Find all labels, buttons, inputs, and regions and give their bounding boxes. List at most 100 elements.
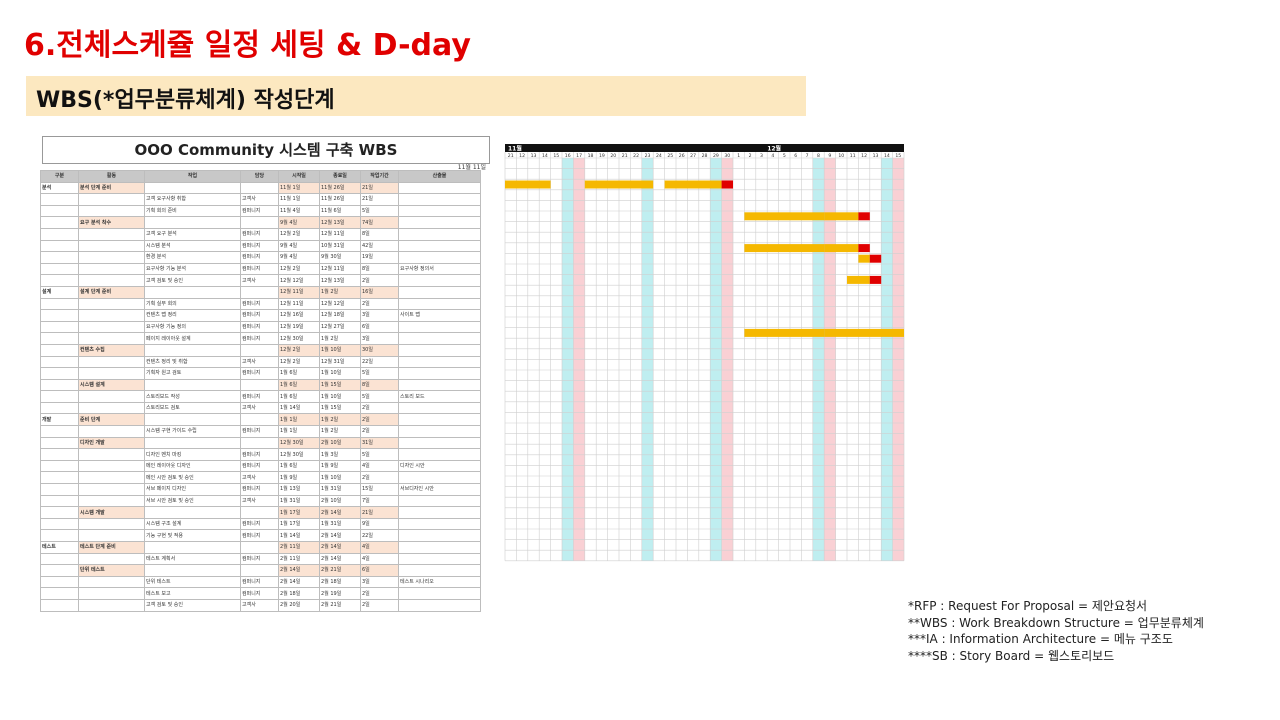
day-tick-label: 23 bbox=[645, 153, 651, 159]
wbs-cell-task bbox=[144, 216, 241, 229]
wbs-cell-task bbox=[144, 181, 241, 195]
wbs-cell-start: 1월 31일 bbox=[278, 494, 320, 508]
day-tick-label: 14 bbox=[542, 153, 548, 159]
wbs-cell-owner: 고객사 bbox=[240, 494, 279, 508]
wbs-cell-dur: 42일 bbox=[360, 239, 399, 253]
wbs-cell-task: 단위 테스트 bbox=[144, 575, 241, 589]
wbs-cell-end: 2월 14일 bbox=[319, 552, 361, 566]
wbs-cell-start: 2월 11일 bbox=[278, 552, 320, 566]
wbs-cell-cat bbox=[40, 494, 79, 508]
schedule-bar bbox=[824, 244, 859, 253]
note-rfp: *RFP : Request For Proposal = 제안요청서 bbox=[908, 599, 1148, 613]
wbs-cell-dur: 9일 bbox=[360, 517, 399, 531]
wbs-cell-out bbox=[398, 181, 481, 195]
wbs-cell-phase bbox=[78, 471, 145, 485]
day-tick-label: 6 bbox=[794, 153, 797, 159]
wbs-cell-end: 2월 19일 bbox=[319, 587, 361, 600]
wbs-cell-out: 사이트 맵 bbox=[398, 309, 481, 322]
wbs-cell-end: 1월 3일 bbox=[319, 448, 361, 461]
wbs-cell-phase bbox=[78, 320, 145, 334]
wbs-cell-end: 2월 14일 bbox=[319, 529, 361, 542]
wbs-cell-cat bbox=[40, 251, 79, 264]
schedule-bar bbox=[584, 180, 654, 189]
wbs-cell-task: 기획자 원고 검토 bbox=[144, 367, 241, 380]
day-tick-label: 13 bbox=[873, 153, 879, 159]
wbs-cell-cat: 테스트 bbox=[40, 541, 79, 554]
wbs-cell-owner: 컴퍼니지 bbox=[240, 587, 279, 600]
wbs-cell-cat bbox=[40, 332, 79, 345]
wbs-cell-end: 12월 31일 bbox=[319, 355, 361, 369]
day-tick-label: 14 bbox=[884, 153, 890, 159]
wbs-cell-dur: 8일 bbox=[360, 227, 399, 241]
schedule-bar-end bbox=[869, 254, 882, 263]
wbs-cell-out bbox=[398, 436, 481, 450]
wbs-cell-phase bbox=[78, 494, 145, 508]
wbs-cell-end: 2월 14일 bbox=[319, 506, 361, 519]
wbs-cell-cat: 분석 bbox=[40, 181, 79, 195]
wbs-cell-task: 시스템 구조 설계 bbox=[144, 517, 241, 531]
wbs-cell-out bbox=[398, 541, 481, 554]
wbs-cell-owner: 컴퍼니지 bbox=[240, 332, 279, 345]
wbs-cell-start: 1월 6일 bbox=[278, 378, 320, 392]
wbs-cell-owner: 컴퍼니지 bbox=[240, 320, 279, 334]
wbs-cell-phase: 시스템 설계 bbox=[78, 378, 145, 392]
wbs-cell-task: 컨텐츠 맵 정리 bbox=[144, 309, 241, 322]
wbs-cell-phase bbox=[78, 309, 145, 322]
wbs-cell-cat bbox=[40, 552, 79, 566]
wbs-cell-start: 12월 30일 bbox=[278, 332, 320, 345]
wbs-cell-end: 1월 2일 bbox=[319, 332, 361, 345]
wbs-cell-out bbox=[398, 343, 481, 357]
wbs-cell-cat bbox=[40, 483, 79, 496]
day-tick-label: 21 bbox=[622, 153, 628, 159]
wbs-cell-out bbox=[398, 552, 481, 566]
wbs-cell-out: 서브디자인 시안 bbox=[398, 483, 481, 496]
wbs-cell-out bbox=[398, 506, 481, 519]
wbs-cell-task: 고객 요구 분석 bbox=[144, 227, 241, 241]
wbs-cell-task: 스토리보드 검토 bbox=[144, 401, 241, 415]
wbs-cell-start: 12월 2일 bbox=[278, 262, 320, 276]
wbs-cell-cat bbox=[40, 598, 79, 612]
day-tick-label: 19 bbox=[599, 153, 605, 159]
wbs-cell-owner bbox=[240, 506, 279, 519]
wbs-cell-owner: 컴퍼니지 bbox=[240, 239, 279, 253]
wbs-cell-owner: 컴퍼니지 bbox=[240, 448, 279, 461]
abbreviation-notes: *RFP : Request For Proposal = 제안요청서 **WB… bbox=[908, 598, 1204, 664]
wbs-cell-owner: 컴퍼니지 bbox=[240, 367, 279, 380]
wbs-cell-owner bbox=[240, 378, 279, 392]
wbs-cell-phase bbox=[78, 459, 145, 473]
wbs-cell-cat bbox=[40, 320, 79, 334]
wbs-cell-owner: 컴퍼니지 bbox=[240, 517, 279, 531]
wbs-cell-owner: 고객사 bbox=[240, 471, 279, 485]
wbs-cell-start: 12월 2일 bbox=[278, 227, 320, 241]
wbs-cell-owner bbox=[240, 285, 279, 299]
wbs-cell-start: 1월 14일 bbox=[278, 529, 320, 542]
wbs-cell-task: 고객 검토 및 승인 bbox=[144, 598, 241, 612]
wbs-cell-task: 메인 시안 검토 및 승인 bbox=[144, 471, 241, 485]
wbs-cell-owner bbox=[240, 181, 279, 195]
wbs-cell-end: 1월 10일 bbox=[319, 471, 361, 485]
wbs-cell-dur: 3일 bbox=[360, 309, 399, 322]
wbs-cell-task: 고객 검토 및 승인 bbox=[144, 274, 241, 287]
wbs-cell-owner: 컴퍼니지 bbox=[240, 309, 279, 322]
wbs-cell-task bbox=[144, 506, 241, 519]
wbs-cell-phase bbox=[78, 332, 145, 345]
day-tick-label: 25 bbox=[667, 153, 673, 159]
wbs-cell-start: 11월 1일 bbox=[278, 181, 320, 195]
wbs-cell-start: 12월 19일 bbox=[278, 320, 320, 334]
wbs-cell-out bbox=[398, 587, 481, 600]
month-header-bar bbox=[505, 144, 904, 152]
day-tick-label: 12 bbox=[861, 153, 867, 159]
wbs-cell-phase bbox=[78, 262, 145, 276]
